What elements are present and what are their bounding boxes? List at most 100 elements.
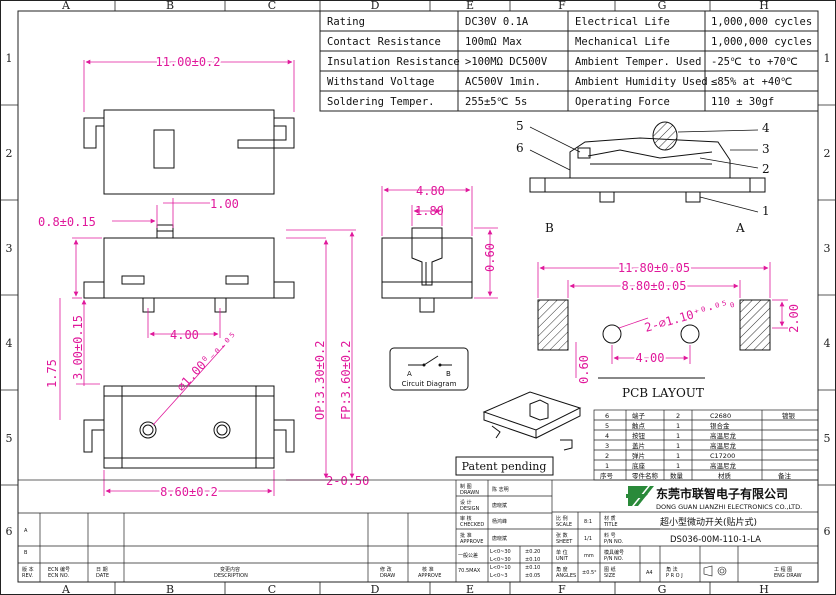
section-callouts: 5 6 4 3 2 1 B A [516,119,770,235]
tb-label: 比 例 [556,515,568,522]
bom-cell: 2 [676,412,680,420]
tb-tol: L<0~3 [490,573,508,579]
tb-value: mm [584,553,594,559]
dim-label: 11.80±0.05 [618,261,690,275]
rev-header: DESCRIPTION [214,573,248,579]
col-label: A [61,583,71,595]
tb-label: 70.5MAX [458,568,481,574]
tb-value: 陈 志明 [492,486,509,493]
tb-label: UNIT [556,556,569,562]
section-leaders [529,126,759,213]
dim-label: 11.00±0.2 [155,55,220,69]
tb-label: SHEET [556,539,573,545]
callout: 1 [762,204,770,218]
col-label: B [166,583,174,595]
rev-header: 版 本 [22,566,34,573]
tb-label: DRAWN [460,490,479,496]
patent-label: Patent pending [462,460,547,473]
side-view [381,227,473,313]
row-label: 2 [824,147,831,160]
dim-label: OP:3.30±0.2 [313,341,327,420]
bom-header: 材质 [718,471,732,480]
tb-label: 张 数 [556,532,568,539]
tb-label: 审 核 [460,515,472,522]
col-label: A [61,0,71,12]
rev-header: 修 改 [380,566,392,573]
tb-label: 工 程 图 [774,566,792,573]
bom-cell: 银合金 [710,421,730,430]
tb-label: 模具编号 [604,549,624,556]
dim-label: 4.00 [170,328,199,342]
dim-label: 2-∅1.10⁺⁰·⁰⁵₀ [643,296,737,335]
bom-cell: 1 [676,432,680,440]
dim-label: 2-0.50 [326,474,369,488]
tb-value: 杨鸿峰 [492,518,507,525]
tb-label: DESIGN [460,506,480,512]
tb-label: 设 计 [460,499,472,506]
bom-cell: 1 [605,462,609,470]
tb-label: ANGLES [556,573,576,579]
spec-table: Rating DC30V 0.1A Electrical Life 1,000,… [319,10,819,112]
spec-cell: Operating Force [575,96,670,108]
bom-cell: 触点 [632,421,646,430]
spec-cell: Mechanical Life [575,36,670,48]
rev-header: APPROVE [418,573,441,579]
bom-cell: 4 [605,432,609,440]
spec-cell: ≤85% at +40℃ [711,76,793,88]
callout: 6 [516,141,524,155]
bom-header: 序号 [600,471,614,480]
dim-front [59,198,356,420]
bom-cell: C2680 [710,412,731,420]
callout: 3 [762,142,770,156]
bom-cell: 底座 [632,461,646,470]
spec-cell: Rating [327,16,365,28]
tb-label: ENG DRAW [774,573,802,579]
spec-cell: AC500V 1min. [465,76,541,88]
spec-cell: 1,000,000 cycles [711,16,812,28]
dim-label: 8.60±0.2 [160,485,218,499]
col-label: H [759,0,769,12]
circuit-label-b: B [446,370,451,378]
row-label: 5 [824,432,831,445]
spec-cell: Insulation Resistance [327,56,460,68]
part-name: 超小型微动开关(贴片式) [660,516,757,528]
row-label: 1 [6,52,13,65]
dim-label: 3.00±0.15 [71,315,85,380]
rev-header: ECN 编号 [48,566,70,573]
callout: 2 [762,162,770,176]
section-view [529,121,766,203]
tb-value: 1/1 [584,536,592,542]
bom-header: 数量 [670,471,684,480]
rev-header: 日 期 [96,567,108,573]
rev-header: ECN NO. [48,573,69,579]
dim-bottom [103,344,275,496]
front-dims-labels: 1.00 0.8±0.15 4.00 [38,197,239,342]
callout: 4 [762,121,770,135]
bom-cell: 1 [676,422,680,430]
tb-label: 单 位 [556,549,568,556]
tb-label: 角 法 [666,566,678,573]
front-view [83,224,295,313]
rev-header: 变更内容 [220,566,240,573]
bom-cell: 高温尼龙 [710,461,737,470]
bom-cell: 2 [605,452,609,460]
rev-row: B [24,550,28,556]
rev-header: REV. [22,573,33,579]
row-label: 4 [6,337,13,350]
spec-cell: Soldering Temper. [327,96,434,108]
circuit-title: Circuit Diagram [402,380,457,388]
bom-cell: 高温尼龙 [710,441,737,450]
bom-cell: 端子 [632,411,646,420]
col-label: H [759,583,769,595]
bom-cell: 5 [605,422,609,430]
tb-label: TITLE [603,522,618,528]
spec-cell: Ambient Humidity Used [575,76,708,88]
tb-label: APPROVE [460,539,483,545]
bom-cell: 1 [676,462,680,470]
row-label: 3 [824,242,831,255]
tb-label: 材 质 [604,515,616,522]
spec-cell: DC30V 0.1A [465,16,529,28]
spec-cell: Electrical Life [575,16,670,28]
rev-header: 核 准 [422,566,434,573]
